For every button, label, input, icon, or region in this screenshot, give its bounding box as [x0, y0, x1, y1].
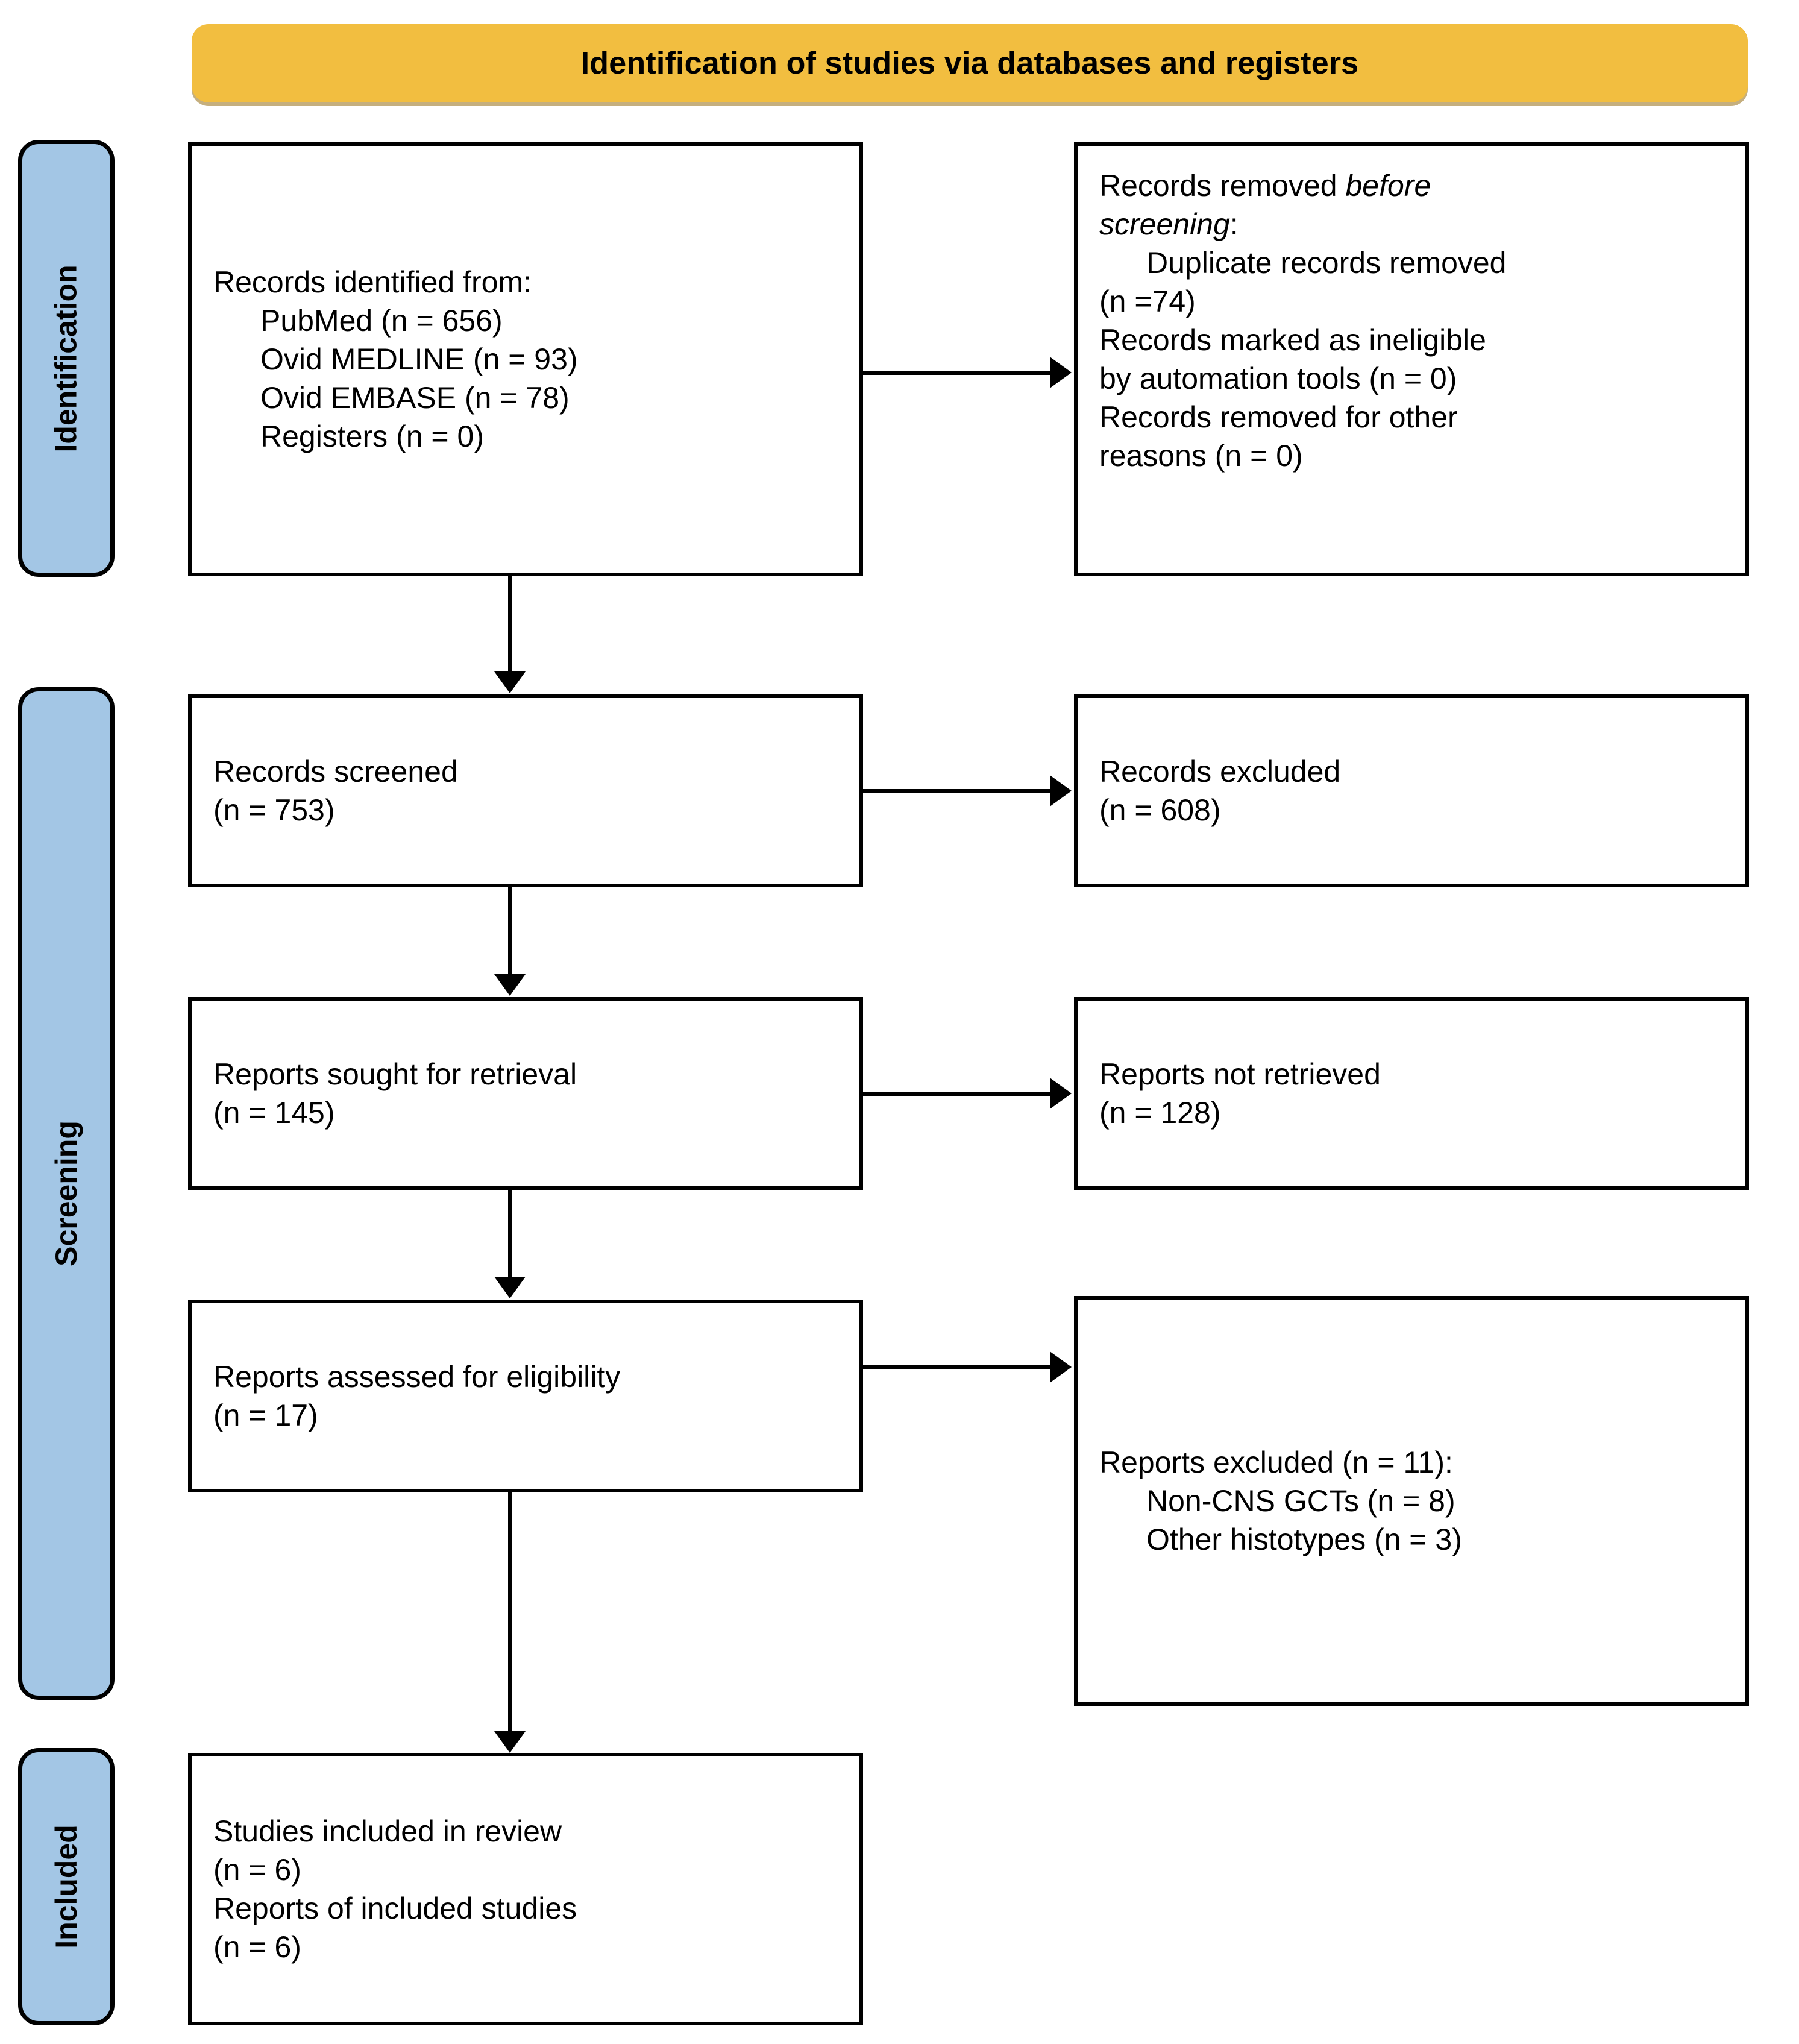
box-reports-not-retrieved: Reports not retrieved (n = 128)	[1074, 997, 1749, 1190]
arrow-assessed-to-included	[494, 1492, 526, 1754]
box-line: reasons (n = 0)	[1099, 439, 1303, 473]
banner-title: Identification of studies via databases …	[580, 46, 1359, 81]
box-line: Records marked as ineligible	[1099, 323, 1486, 357]
records-removed-colon: :	[1229, 207, 1239, 241]
box-line: (n = 145)	[213, 1096, 335, 1130]
box-line: Records removed for other	[1099, 400, 1458, 434]
box-line: (n = 128)	[1099, 1096, 1221, 1130]
arrow-identified-to-removed	[863, 357, 1074, 388]
stage-tab-included: Included	[18, 1748, 115, 2025]
box-reports-sought-for-retrieval: Reports sought for retrieval (n = 145)	[188, 997, 863, 1190]
box-line: Records identified from:	[213, 265, 532, 299]
box-line: Non-CNS GCTs (n = 8)	[1146, 1484, 1455, 1518]
box-line: by automation tools (n = 0)	[1099, 362, 1457, 395]
box-line: (n = 6)	[213, 1930, 301, 1964]
box-line: PubMed (n = 656)	[260, 304, 503, 338]
box-line: Reports sought for retrieval	[213, 1057, 577, 1091]
box-line: Reports not retrieved	[1099, 1057, 1381, 1091]
box-line: Other histotypes (n = 3)	[1146, 1523, 1462, 1556]
box-line: Reports of included studies	[213, 1891, 577, 1925]
box-reports-excluded: Reports excluded (n = 11): Non-CNS GCTs …	[1074, 1296, 1749, 1706]
box-reports-assessed-for-eligibility: Reports assessed for eligibility (n = 17…	[188, 1300, 863, 1492]
box-line: (n = 17)	[213, 1398, 318, 1432]
box-line: Ovid MEDLINE (n = 93)	[260, 342, 578, 376]
arrow-sought-to-assessed	[494, 1190, 526, 1300]
box-line: Reports assessed for eligibility	[213, 1360, 621, 1394]
arrow-assessed-to-reports-excluded	[863, 1351, 1074, 1383]
banner-identification-header: Identification of studies via databases …	[192, 24, 1748, 102]
box-line: Reports excluded (n = 11):	[1099, 1445, 1453, 1479]
arrow-identified-to-screened	[494, 576, 526, 694]
records-removed-italic-before: before	[1345, 169, 1431, 203]
stage-tab-screening: Screening	[18, 687, 115, 1700]
arrow-screened-to-excluded	[863, 775, 1074, 807]
stage-tab-identification: Identification	[18, 140, 115, 577]
box-line: screening:	[1099, 205, 1724, 244]
box-line: Studies included in review	[213, 1814, 562, 1848]
records-removed-prefix: Records removed	[1099, 169, 1346, 203]
box-records-screened: Records screened (n = 753)	[188, 694, 863, 887]
box-line: Duplicate records removed	[1146, 246, 1507, 280]
box-line: (n = 608)	[1099, 793, 1221, 827]
box-line: Records removed before	[1099, 166, 1724, 205]
box-line: Registers (n = 0)	[260, 420, 484, 453]
box-records-removed-before-screening: Records removed before screening: Duplic…	[1074, 142, 1749, 576]
stage-label-screening: Screening	[49, 1121, 83, 1266]
box-line: Records excluded	[1099, 755, 1341, 788]
stage-label-identification: Identification	[49, 264, 84, 453]
records-removed-italic-screening: screening	[1099, 207, 1230, 241]
box-line: (n = 6)	[213, 1853, 301, 1887]
box-line: Records screened	[213, 755, 458, 788]
box-line: (n =74)	[1099, 285, 1196, 318]
stage-label-included: Included	[49, 1825, 84, 1949]
box-line: (n = 753)	[213, 793, 335, 827]
box-studies-included: Studies included in review (n = 6) Repor…	[188, 1753, 863, 2025]
box-records-identified: Records identified from: PubMed (n = 656…	[188, 142, 863, 576]
box-line: Ovid EMBASE (n = 78)	[260, 381, 570, 415]
arrow-sought-to-not-retrieved	[863, 1078, 1074, 1109]
arrow-screened-to-sought	[494, 887, 526, 997]
box-records-excluded: Records excluded (n = 608)	[1074, 694, 1749, 887]
